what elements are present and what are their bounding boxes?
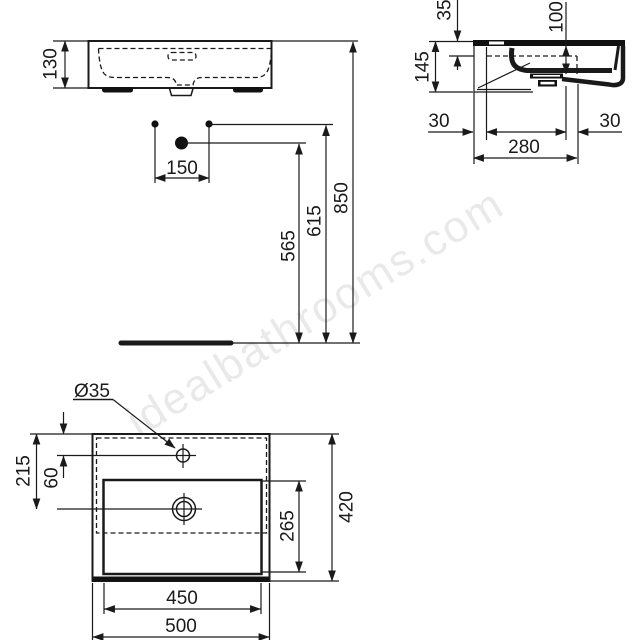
body-height-dim: 145: [413, 51, 434, 83]
left-fixing-offset-dim: 30: [428, 111, 449, 132]
tap-hole-plan: [175, 448, 191, 463]
drain-outer-circle: [171, 496, 197, 522]
waste-flange-gap: [533, 75, 560, 77]
left-foot: [102, 87, 133, 93]
callout-leader: [112, 399, 176, 449]
overall-width-dim: 500: [165, 616, 197, 637]
overall-depth-dim: 420: [337, 491, 358, 523]
fixing-span-dim: 280: [508, 137, 540, 158]
basin-height-dim: 130: [41, 48, 62, 80]
basin-plan-outline: [91, 433, 271, 582]
bowl-width-dim: 450: [166, 588, 198, 609]
right-fixing-offset-dim: 30: [599, 111, 620, 132]
front-elevation-view: 130 150 565 615 850: [41, 40, 360, 346]
overflow-slot-hidden: [167, 51, 197, 61]
tap-diameter-label: Ø35: [74, 381, 110, 402]
bracket-diagonal: [477, 62, 531, 89]
bowl-wall-section: [508, 47, 612, 73]
waste-outlet-front: [168, 88, 194, 97]
deck-fixing-slot: [489, 41, 504, 45]
bowl-hidden-contour: [97, 48, 273, 86]
bowl-length-dim: 265: [278, 510, 299, 542]
basin-right-outer-wall: [561, 46, 626, 88]
hidden-rim-plan: [95, 437, 268, 534]
waste-body-gap: [540, 81, 555, 85]
deck-section: [473, 40, 625, 46]
bowl-right-inner-wall: [613, 45, 620, 71]
front-edge-thick: [93, 576, 269, 582]
front-to-drain-dim: 215: [14, 455, 35, 487]
front-to-tap-dim: 60: [42, 467, 63, 488]
plan-view: Ø35 215 60 420 265 450 500: [14, 381, 358, 640]
right-foot: [233, 87, 263, 93]
drain-inner-circle: [175, 500, 193, 518]
side-section-view: 145 35 100 30 30 280: [413, 0, 626, 164]
rim-height-dim: 850: [332, 182, 353, 214]
drain-height-dim: 565: [279, 230, 300, 262]
tap-spacing-dim: 150: [166, 158, 198, 179]
rim-to-fixing-dim: 35: [435, 0, 456, 21]
bowl-plan-outline: [102, 478, 263, 576]
bowl-depth-dim: 100: [547, 1, 568, 33]
tap-height-dim: 615: [305, 205, 326, 237]
fixing-hole-left-dot: [151, 120, 159, 128]
